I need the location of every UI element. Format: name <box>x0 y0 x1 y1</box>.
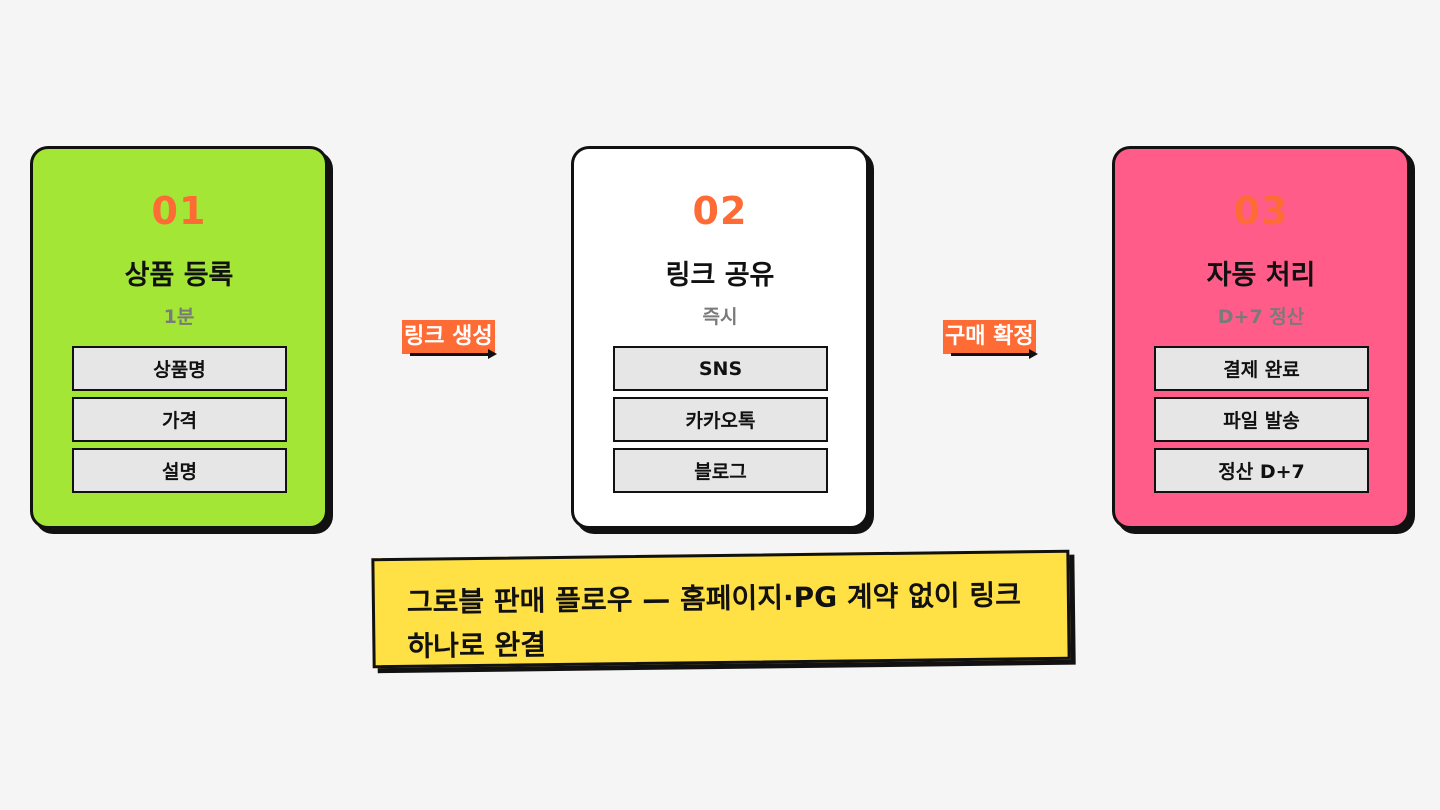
arrow-right-icon <box>1029 349 1038 359</box>
connector-label: 구매 확정 <box>943 320 1036 354</box>
connector-arrow-2: 구매 확정 <box>943 320 1043 364</box>
step-item: SNS <box>613 346 828 391</box>
arrow-right-icon <box>488 349 497 359</box>
step-subtitle: 1분 <box>163 306 195 328</box>
step-card-1: 01 상품 등록 1분 상품명 가격 설명 <box>30 146 328 529</box>
step-subtitle: 즉시 <box>702 306 738 328</box>
step-title: 링크 공유 <box>665 260 775 291</box>
connector-label: 링크 생성 <box>402 320 495 354</box>
step-card-2: 02 링크 공유 즉시 SNS 카카오톡 블로그 <box>571 146 869 529</box>
connector-arrow-1: 링크 생성 <box>402 320 502 364</box>
step-items: SNS 카카오톡 블로그 <box>613 346 828 499</box>
step-card-3: 03 자동 처리 D+7 정산 결제 완료 파일 발송 정산 D+7 <box>1112 146 1410 529</box>
banner-text: 그로블 판매 플로우 — 홈페이지·PG 계약 없이 링크 하나로 완결 <box>406 578 1022 663</box>
step-number: 02 <box>692 189 748 233</box>
step-number: 01 <box>151 189 207 233</box>
step-item: 파일 발송 <box>1154 397 1369 442</box>
step-items: 상품명 가격 설명 <box>72 346 287 499</box>
step-subtitle: D+7 정산 <box>1217 306 1305 328</box>
step-item: 블로그 <box>613 448 828 493</box>
step-item: 결제 완료 <box>1154 346 1369 391</box>
step-title: 상품 등록 <box>124 260 234 291</box>
step-item: 카카오톡 <box>613 397 828 442</box>
summary-banner: 그로블 판매 플로우 — 홈페이지·PG 계약 없이 링크 하나로 완결 <box>371 549 1071 669</box>
step-title: 자동 처리 <box>1206 260 1316 291</box>
step-number: 03 <box>1233 189 1289 233</box>
step-item: 정산 D+7 <box>1154 448 1369 493</box>
step-item: 설명 <box>72 448 287 493</box>
step-items: 결제 완료 파일 발송 정산 D+7 <box>1154 346 1369 499</box>
arrow-shaft <box>410 353 490 356</box>
step-item: 상품명 <box>72 346 287 391</box>
step-item: 가격 <box>72 397 287 442</box>
arrow-shaft <box>951 353 1031 356</box>
